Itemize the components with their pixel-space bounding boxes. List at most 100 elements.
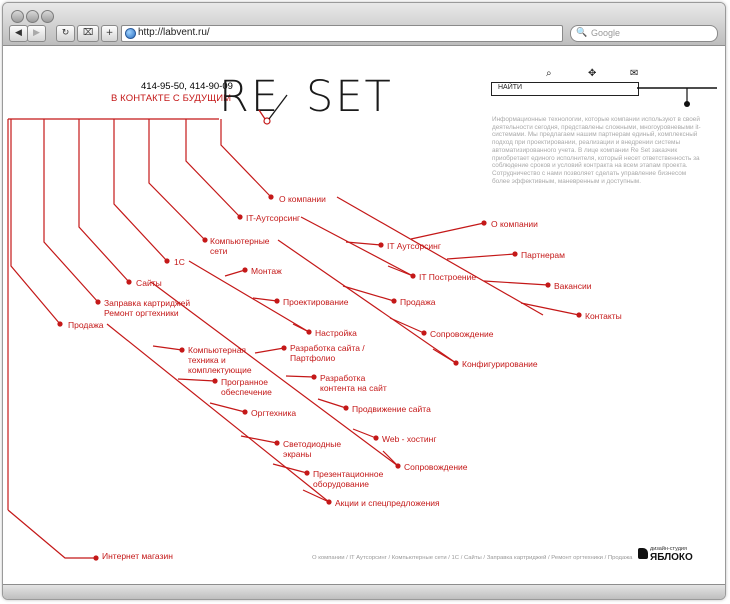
dot-networks-0 xyxy=(391,298,397,304)
menu-shop[interactable]: Интернет магазин xyxy=(102,551,173,561)
forward-button[interactable]: ▶ xyxy=(27,25,46,42)
sub-sites-support[interactable]: Сопровождение xyxy=(404,462,468,472)
slogan: В КОНТАКТЕ С БУДУЩИМ xyxy=(111,93,232,104)
menu-networks[interactable]: Компьютерные сети xyxy=(210,236,270,256)
logo-set: SET xyxy=(306,72,393,122)
site-search-input[interactable]: НАЙТИ xyxy=(491,82,639,96)
spine-networks xyxy=(277,239,457,364)
search-icon: 🔍 xyxy=(576,27,588,37)
branch-cartridges xyxy=(43,119,99,303)
apple-icon xyxy=(638,548,648,559)
tick-sales-1 xyxy=(177,378,216,382)
dot-sales xyxy=(57,321,63,327)
dot-sales-5 xyxy=(326,499,332,505)
sub-about-partners[interactable]: Партнерам xyxy=(521,250,565,260)
dot-sites-0 xyxy=(281,345,287,351)
sub-it-outsourcing[interactable]: IT Аутсорсинг xyxy=(387,241,441,251)
tick-it-1 xyxy=(387,265,414,277)
sub-sales-office[interactable]: Оргтехника xyxy=(251,408,297,418)
sub-sites-promo[interactable]: Продвижение сайта xyxy=(352,404,431,414)
sub-it-building[interactable]: IT Построение xyxy=(419,272,477,282)
minimize-window-button[interactable] xyxy=(26,10,39,23)
dot-onec-2 xyxy=(306,329,312,335)
dot-it xyxy=(237,214,243,220)
menu-sites[interactable]: Сайты xyxy=(136,278,162,288)
site-search-label: НАЙТИ xyxy=(498,84,523,91)
address-bar[interactable]: http://labvent.ru/ xyxy=(121,25,563,42)
dot-sites xyxy=(126,279,132,285)
branch-it xyxy=(185,119,241,218)
tick-networks-2 xyxy=(432,348,457,364)
browser-search-field[interactable]: 🔍 Google xyxy=(570,25,718,42)
globe-icon xyxy=(125,28,136,39)
envelope-icon[interactable]: ✉ xyxy=(630,68,639,79)
close-window-button[interactable] xyxy=(11,10,24,23)
magnifier-icon[interactable]: ⌕ xyxy=(546,68,552,79)
sub-sales-software[interactable]: Програнное обеспечение xyxy=(221,377,272,397)
studio-caption: дизайн-студия xyxy=(650,546,687,552)
tick-onec-2 xyxy=(292,323,310,333)
sub-1c-install[interactable]: Монтаж xyxy=(251,266,282,276)
sub-sites-content[interactable]: Разработка контента на сайт xyxy=(320,373,387,393)
menu-cartridges[interactable]: Заправка картриджей Ремонт оргтехники xyxy=(104,298,191,318)
sub-about-company[interactable]: О компании xyxy=(491,219,538,229)
snapback-icon: ⌧ xyxy=(82,28,94,38)
dot-networks-2 xyxy=(453,360,459,366)
sub-about-vacancies[interactable]: Вакансии xyxy=(554,281,592,291)
sub-1c-design[interactable]: Проектирование xyxy=(283,297,349,307)
spine-onec xyxy=(188,260,310,333)
tick-sales-3 xyxy=(240,435,278,444)
snapback-button[interactable]: ⌧ xyxy=(77,25,99,42)
sub-sales-promo[interactable]: Акции и спецпредложения xyxy=(335,498,440,508)
reload-button[interactable]: ↻ xyxy=(56,25,75,42)
menu-it-outsourcing[interactable]: IT-Аутсорсинг xyxy=(246,213,301,223)
tick-sales-4 xyxy=(272,463,308,474)
dot-networks-1 xyxy=(421,330,427,336)
sub-sales-hardware[interactable]: Компьютерная техника и комплектующие xyxy=(188,345,252,375)
sub-about-contacts[interactable]: Контакты xyxy=(585,311,622,321)
spine-it xyxy=(300,216,414,277)
tick-onec-1 xyxy=(252,297,278,302)
dot-shop xyxy=(93,555,99,561)
sub-net-config[interactable]: Конфигурирование xyxy=(462,359,538,369)
browser-toolbar: ◀ ▶ ↻ ⌧ + http://labvent.ru/ 🔍 Google xyxy=(3,3,725,46)
branch-sites xyxy=(78,119,130,283)
tick-about-3 xyxy=(520,302,580,316)
dot-onec-1 xyxy=(274,298,280,304)
sub-sales-presentation[interactable]: Презентационное оборудование xyxy=(313,469,384,489)
logo-switch-mark xyxy=(258,94,288,125)
menu-sales[interactable]: Продажа xyxy=(68,320,104,330)
footer-nav[interactable]: О компании / IT Аутсорсинг / Компьютерны… xyxy=(312,555,633,561)
dot-sales-4 xyxy=(304,470,310,476)
move-icon[interactable]: ✥ xyxy=(588,68,597,79)
menu-1c[interactable]: 1С xyxy=(174,257,185,267)
address-text: http://labvent.ru/ xyxy=(138,27,210,38)
sub-net-sales[interactable]: Продажа xyxy=(400,297,436,307)
dot-cartridges xyxy=(95,299,101,305)
browser-search-placeholder: Google xyxy=(591,28,621,38)
zoom-window-button[interactable] xyxy=(41,10,54,23)
menu-about[interactable]: О компании xyxy=(279,194,326,204)
dot-about-0 xyxy=(481,220,487,226)
spine-sites xyxy=(150,281,399,467)
dot-it-1 xyxy=(410,273,416,279)
tick-sites-2 xyxy=(317,398,347,409)
search-connector xyxy=(637,87,717,107)
add-bookmark-button[interactable]: + xyxy=(101,25,118,42)
branch-networks xyxy=(148,119,206,241)
tick-about-1 xyxy=(446,253,516,260)
dot-about xyxy=(268,194,274,200)
sub-net-support[interactable]: Сопровождение xyxy=(430,329,494,339)
dot-onec-0 xyxy=(242,267,248,273)
tick-sites-0 xyxy=(254,347,285,354)
back-button[interactable]: ◀ xyxy=(9,25,28,42)
tick-it-0 xyxy=(345,241,382,246)
sub-1c-setup[interactable]: Настройка xyxy=(315,328,357,338)
sub-sales-led[interactable]: Светодиодные экраны xyxy=(283,439,342,459)
dot-about-2 xyxy=(545,282,551,288)
sub-sites-dev[interactable]: Разработка сайта / Партфолио xyxy=(290,343,365,363)
tick-sites-3 xyxy=(352,428,377,439)
sub-sites-hosting[interactable]: Web - хостинг xyxy=(382,434,437,444)
